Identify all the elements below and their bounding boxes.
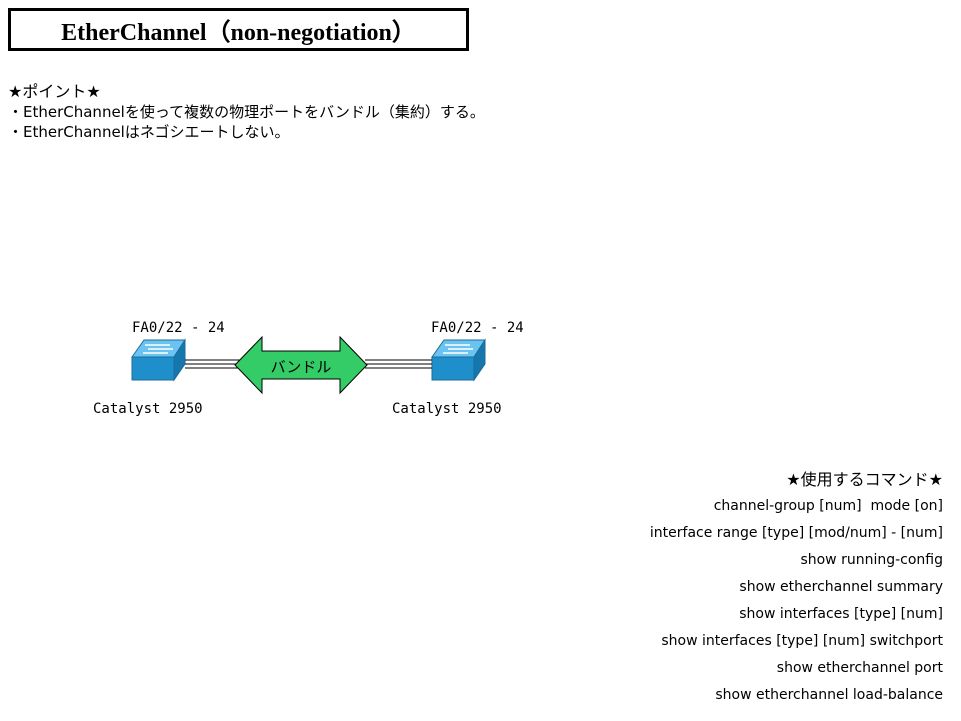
point-item: ・EtherChannelを使って複数の物理ポートをバンドル（集約）する。 — [8, 103, 485, 121]
command-item: show etherchannel summary — [739, 579, 943, 595]
command-item: show interfaces [type] [num] switchport — [661, 633, 943, 649]
point-item: ・EtherChannelはネゴシエートしない。 — [8, 123, 290, 141]
link-lines — [185, 359, 432, 369]
network-diagram: バンドル FA0/22 - 24 FA0/22 - 24 Catalyst 29… — [93, 320, 524, 417]
command-section: ★使用するコマンド★ channel-group [num] mode [on]… — [650, 466, 943, 709]
point-heading: ★ポイント★ — [8, 82, 101, 101]
command-item: show etherchannel load-balance — [715, 687, 943, 703]
bundle-label: バンドル — [271, 358, 332, 376]
left-port-label: FA0/22 - 24 — [132, 320, 225, 336]
command-heading: ★使用するコマンド★ — [786, 470, 943, 489]
right-switch-icon — [431, 338, 486, 382]
left-switch-icon — [131, 338, 186, 382]
command-item: interface range [type] [mod/num] - [num] — [649, 525, 943, 541]
point-section: ★ポイント★ ・EtherChannelを使って複数の物理ポートをバンドル（集約… — [8, 82, 485, 142]
right-switch-model: Catalyst 2950 — [392, 401, 502, 417]
bundle-arrow — [234, 335, 368, 395]
page-title: EtherChannel（non-negotiation） — [61, 20, 416, 46]
right-port-label: FA0/22 - 24 — [431, 320, 524, 336]
title-box: EtherChannel（non-negotiation） — [8, 8, 469, 51]
command-item: show etherchannel port — [776, 660, 943, 676]
left-switch-model: Catalyst 2950 — [93, 401, 203, 417]
command-item: channel-group [num] mode [on] — [713, 498, 943, 514]
command-item: show running-config — [800, 552, 943, 568]
command-item: show interfaces [type] [num] — [739, 606, 943, 622]
